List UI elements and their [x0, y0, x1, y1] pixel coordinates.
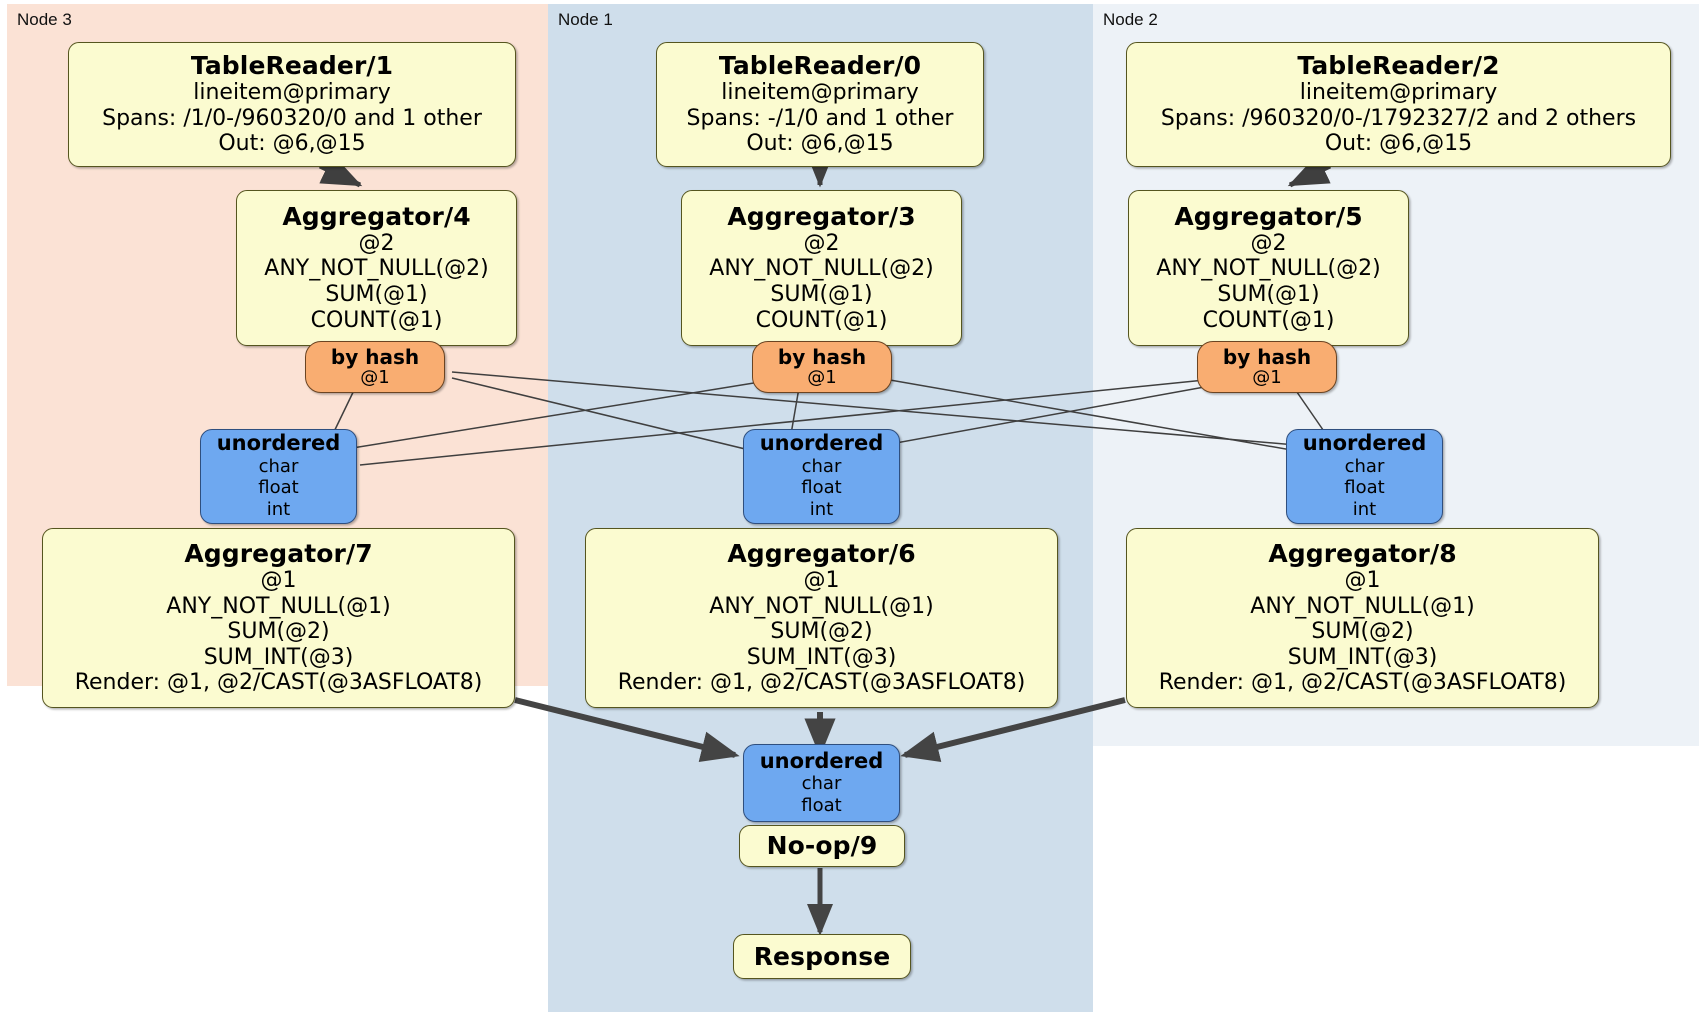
node-region-label-node3: Node 3: [17, 10, 72, 29]
processor-line: SUM(@1): [1217, 282, 1320, 307]
processor-line: ANY_NOT_NULL(@2): [264, 256, 489, 282]
processor-aggregator-5[interactable]: Aggregator/5 @2 ANY_NOT_NULL(@2) SUM(@1)…: [1128, 190, 1409, 346]
processor-aggregator-8[interactable]: Aggregator/8 @1 ANY_NOT_NULL(@1) SUM(@2)…: [1126, 528, 1599, 708]
processor-line: @2: [803, 230, 840, 256]
synchronizer-line: char: [258, 455, 299, 477]
router-by-hash-center[interactable]: by hash @1: [752, 341, 892, 393]
synchronizer-title: unordered: [759, 748, 884, 773]
processor-render-line: Render: @1, @2/CAST(@3ASFLOAT8): [617, 670, 1026, 696]
synchronizer-unordered-left[interactable]: unordered char float int: [200, 429, 357, 524]
processor-aggregator-3[interactable]: Aggregator/3 @2 ANY_NOT_NULL(@2) SUM(@1)…: [681, 190, 962, 346]
processor-line: COUNT(@1): [310, 307, 443, 333]
processor-title: No-op/9: [766, 831, 878, 860]
synchronizer-line: int: [266, 499, 291, 521]
processor-title: Aggregator/4: [282, 201, 471, 231]
synchronizer-unordered-right[interactable]: unordered char float int: [1286, 429, 1443, 524]
synchronizer-line: char: [801, 773, 842, 795]
router-title: by hash: [777, 344, 867, 369]
processor-tablereader-0[interactable]: TableReader/0 lineitem@primary Spans: -/…: [656, 42, 984, 167]
processor-line: Out: @6,@15: [746, 131, 894, 157]
processor-line: SUM_INT(@3): [203, 644, 354, 670]
processor-title: Aggregator/8: [1268, 539, 1457, 569]
router-line: @1: [360, 366, 390, 388]
processor-line: ANY_NOT_NULL(@2): [1156, 256, 1381, 282]
synchronizer-line: float: [801, 477, 842, 499]
processor-line: Out: @6,@15: [1324, 131, 1473, 157]
processor-title: Aggregator/6: [727, 539, 916, 569]
processor-no-op-9[interactable]: No-op/9: [739, 825, 905, 867]
processor-tablereader-2[interactable]: TableReader/2 lineitem@primary Spans: /9…: [1126, 42, 1671, 167]
processor-line: lineitem@primary: [193, 80, 391, 106]
processor-title: TableReader/1: [190, 51, 394, 81]
processor-line: SUM(@2): [1311, 619, 1414, 645]
processor-line: @1: [1344, 568, 1381, 594]
processor-render-line: Render: @1, @2/CAST(@3ASFLOAT8): [1158, 670, 1567, 696]
processor-title: Aggregator/3: [727, 201, 916, 231]
processor-render-line: Render: @1, @2/CAST(@3ASFLOAT8): [74, 670, 483, 696]
processor-aggregator-7[interactable]: Aggregator/7 @1 ANY_NOT_NULL(@1) SUM(@2)…: [42, 528, 515, 708]
processor-title: TableReader/2: [1297, 51, 1500, 81]
processor-aggregator-4[interactable]: Aggregator/4 @2 ANY_NOT_NULL(@2) SUM(@1)…: [236, 190, 517, 346]
processor-line: Spans: -/1/0 and 1 other: [686, 105, 954, 131]
router-by-hash-left[interactable]: by hash @1: [305, 341, 445, 393]
router-line: @1: [807, 366, 837, 388]
processor-aggregator-6[interactable]: Aggregator/6 @1 ANY_NOT_NULL(@1) SUM(@2)…: [585, 528, 1058, 708]
processor-line: SUM_INT(@3): [746, 644, 897, 670]
processor-line: SUM(@2): [227, 619, 330, 645]
processor-line: Spans: /960320/0-/1792327/2 and 2 others: [1160, 105, 1637, 131]
synchronizer-unordered-center[interactable]: unordered char float int: [743, 429, 900, 524]
processor-line: COUNT(@1): [1202, 307, 1335, 333]
processor-line: ANY_NOT_NULL(@1): [1250, 593, 1475, 619]
processor-line: @1: [260, 568, 297, 594]
node-region-label-node2: Node 2: [1103, 10, 1158, 29]
synchronizer-title: unordered: [216, 431, 341, 456]
processor-tablereader-1[interactable]: TableReader/1 lineitem@primary Spans: /1…: [68, 42, 516, 167]
processor-line: Spans: /1/0-/960320/0 and 1 other: [102, 105, 482, 131]
processor-title: Aggregator/7: [184, 539, 373, 569]
synchronizer-line: int: [809, 499, 834, 521]
synchronizer-line: char: [801, 455, 842, 477]
processor-line: COUNT(@1): [755, 307, 888, 333]
router-title: by hash: [1222, 344, 1312, 369]
synchronizer-line: float: [258, 477, 299, 499]
router-by-hash-right[interactable]: by hash @1: [1197, 341, 1337, 393]
processor-line: SUM(@2): [770, 619, 873, 645]
processor-line: @1: [803, 568, 840, 594]
synchronizer-title: unordered: [759, 431, 884, 456]
node-region-label-node1: Node 1: [558, 10, 613, 29]
router-line: @1: [1252, 366, 1282, 388]
processor-line: lineitem@primary: [1299, 80, 1498, 106]
processor-line: @2: [358, 230, 395, 256]
processor-title: TableReader/0: [718, 51, 922, 81]
synchronizer-line: float: [1344, 477, 1385, 499]
processor-title: Response: [753, 941, 891, 971]
processor-line: SUM(@1): [325, 282, 428, 307]
processor-response[interactable]: Response: [733, 934, 911, 979]
processor-line: ANY_NOT_NULL(@1): [709, 593, 934, 619]
processor-title: Aggregator/5: [1174, 201, 1363, 231]
processor-line: SUM(@1): [770, 282, 873, 307]
processor-line: SUM_INT(@3): [1287, 644, 1438, 670]
synchronizer-unordered-final[interactable]: unordered char float: [743, 744, 900, 822]
synchronizer-line: char: [1344, 455, 1385, 477]
processor-line: ANY_NOT_NULL(@1): [166, 593, 391, 619]
synchronizer-line: float: [801, 794, 842, 816]
processor-line: ANY_NOT_NULL(@2): [709, 256, 934, 282]
router-title: by hash: [330, 344, 420, 369]
processor-line: lineitem@primary: [721, 80, 919, 106]
synchronizer-line: int: [1352, 499, 1377, 521]
processor-line: Out: @6,@15: [218, 131, 366, 157]
processor-line: @2: [1250, 230, 1287, 256]
synchronizer-title: unordered: [1302, 431, 1427, 456]
